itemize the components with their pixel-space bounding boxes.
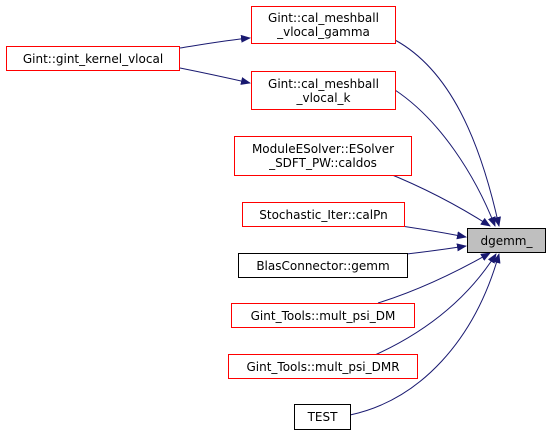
edge-caldos-to-dgemm [384,171,491,227]
node-stochastic-calpn[interactable]: Stochastic_Iter::calPn [242,202,405,227]
node-gint-kernel-vlocal[interactable]: Gint::gint_kernel_vlocal [6,46,180,71]
node-test[interactable]: TEST [294,404,351,430]
node-dgemm-target: dgemm_ [467,228,546,253]
node-esolver-sdft-caldos[interactable]: ModuleESolver::ESolver _SDFT_PW::caldos [234,136,412,176]
node-mult-psi-dm[interactable]: Gint_Tools::mult_psi_DM [231,303,415,328]
edge-k-to-dgemm [394,89,496,227]
edge-gamma-to-dgemm [394,39,501,227]
node-mult-psi-dmr[interactable]: Gint_Tools::mult_psi_DMR [228,354,418,379]
node-blas-gemm[interactable]: BlasConnector::gemm [238,253,408,278]
node-cal-meshball-vlocal-gamma[interactable]: Gint::cal_meshball _vlocal_gamma [251,6,396,44]
edge-gint-kernel-to-k [179,67,251,85]
edge-test-to-dgemm [349,253,501,416]
edge-mult-psi-dmr-to-dgemm [374,253,497,356]
edge-mult-psi-dm-to-dgemm [377,252,491,304]
node-cal-meshball-vlocal-k[interactable]: Gint::cal_meshball _vlocal_k [251,71,396,110]
edge-gint-kernel-to-gamma [179,34,251,49]
